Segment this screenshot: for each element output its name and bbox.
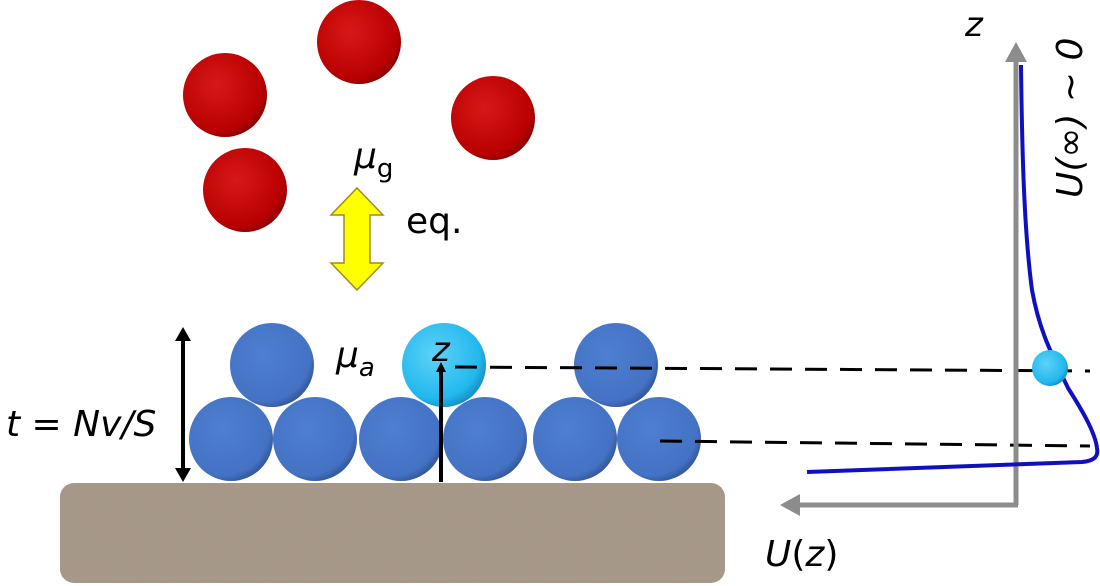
particle-height-label: z — [431, 330, 451, 370]
gas-particle — [183, 53, 267, 137]
mu-a-label: μa — [335, 335, 375, 383]
graph-u-axis-label: U(z) — [765, 534, 838, 575]
adsorbed-particle — [574, 323, 658, 407]
adsorbed-particle — [617, 397, 701, 481]
thickness-arrow — [175, 327, 191, 482]
gas-particle — [317, 0, 401, 84]
gas-particle — [203, 148, 287, 232]
double-headed-arrow-icon — [329, 186, 385, 292]
adsorbed-particle — [443, 397, 527, 481]
adsorbed-layer — [189, 323, 701, 481]
gas-particle — [451, 76, 535, 160]
u-infinity-label: U(∞) ~ 0 — [1050, 38, 1091, 198]
adsorbed-particle — [189, 397, 273, 481]
adsorbed-particle — [359, 397, 443, 481]
graph-z-axis-label: z — [964, 5, 984, 45]
dashed-guide-minimum — [659, 439, 1091, 448]
curve-particle — [1032, 350, 1068, 386]
adsorbed-particle — [533, 397, 617, 481]
graph-axes — [780, 42, 1027, 516]
dashed-guide-particle — [454, 365, 1091, 373]
mu-g-label: μg — [353, 136, 393, 184]
film-thickness-label: t = Nv/S — [6, 404, 156, 445]
adsorbed-particle — [230, 323, 314, 407]
equilibrium-label: eq. — [406, 201, 462, 242]
substrate — [60, 483, 725, 583]
gas-particles — [183, 0, 535, 232]
adsorbed-particle — [273, 397, 357, 481]
